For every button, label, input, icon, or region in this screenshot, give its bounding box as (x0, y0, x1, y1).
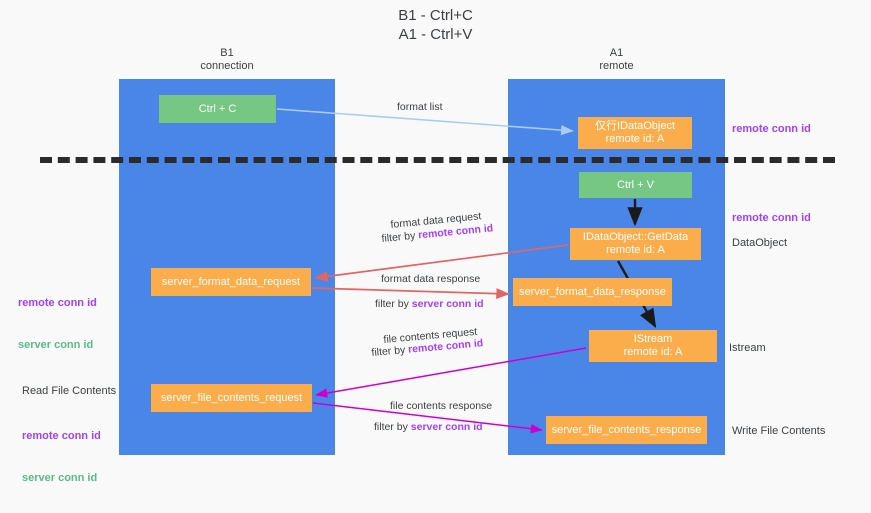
node-idataobject-getdata[interactable]: IDataObject::GetData remote id: A (570, 228, 701, 260)
note-server-conn-id-b: server conn id (22, 472, 98, 484)
edge-label-format-data-response: format data response (381, 273, 481, 285)
note-istream: Istream (729, 342, 766, 354)
note-remote-conn-id-b: remote conn id (22, 430, 101, 442)
arrow-format-list (276, 108, 574, 136)
node-server-file-contents-request[interactable]: server_file_contents_request (151, 384, 312, 412)
node-istream[interactable]: IStream remote id: A (589, 330, 717, 362)
note-write-file-contents: Write File Contents (732, 425, 826, 437)
note-remote-conn-id-mid: remote conn id (732, 212, 811, 224)
edge-label-format-data-response-filter: filter by server conn id (375, 298, 484, 311)
node-server-file-contents-response[interactable]: server_file_contents_response (546, 416, 707, 444)
note-conn-ids-lower: remote conn id server conn id (22, 401, 101, 513)
node-server-format-data-response[interactable]: server_format_data_response (513, 278, 672, 306)
note-remote-conn-id-top: remote conn id (732, 123, 811, 135)
arrow-format-data-response (311, 287, 510, 300)
filter-prefix: filter by (374, 421, 411, 433)
note-conn-ids-upper: remote conn id server conn id (18, 268, 97, 380)
filter-prefix: filter by (381, 229, 419, 245)
arrow-file-contents-response (312, 402, 543, 434)
edge-label-file-contents-response: file contents response (390, 400, 493, 412)
note-server-conn-id-a: server conn id (18, 339, 94, 351)
note-read-file-contents: Read File Contents (22, 385, 117, 397)
note-remote-conn-id-a: remote conn id (18, 297, 97, 309)
column-header-b1-text: B1 (220, 47, 234, 59)
node-idataobject[interactable]: 仅行IDataObject remote id: A (578, 117, 692, 149)
edge-label-format-list: format list (397, 101, 443, 113)
page-title: B1 - Ctrl+C A1 - Ctrl+V (398, 7, 473, 43)
node-ctrl-v[interactable]: Ctrl + V (579, 172, 692, 198)
column-header-a1-role: remote (599, 60, 634, 72)
note-dataobject: DataObject (732, 237, 788, 249)
filter-prefix: filter by (371, 343, 409, 359)
edge-arrows-layer (276, 108, 657, 434)
filter-prefix: filter by (375, 298, 412, 310)
edge-label-file-contents-response-filter: filter by server conn id (374, 421, 483, 434)
arrow-format-data-request (314, 244, 569, 282)
column-header-a1-text: A1 (609, 47, 624, 59)
arrow-file-contents-request (315, 347, 587, 398)
phase-divider (40, 157, 835, 163)
node-server-format-data-request[interactable]: server_format_data_request (151, 268, 311, 296)
node-ctrl-c[interactable]: Ctrl + C (159, 95, 276, 123)
filter-key-server-conn-id: server conn id (411, 298, 484, 310)
column-header-b1-role: connection (200, 60, 254, 72)
filter-key-server-conn-id: server conn id (410, 421, 483, 433)
